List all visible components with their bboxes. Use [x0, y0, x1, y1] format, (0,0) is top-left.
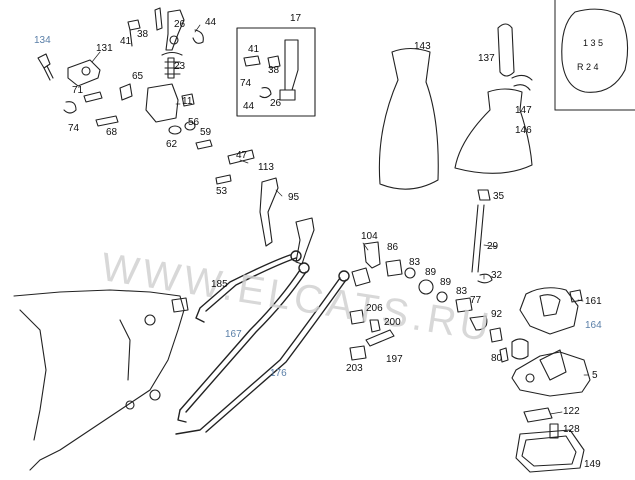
callout-68[interactable]: 68 [106, 127, 118, 138]
shift-pattern-inset [554, 0, 635, 111]
callout-74b[interactable]: 74 [240, 78, 252, 89]
callout-143[interactable]: 143 [414, 41, 431, 52]
callout-200[interactable]: 200 [384, 317, 401, 328]
callout-185[interactable]: 185 [211, 279, 228, 290]
callout-80[interactable]: 80 [491, 353, 503, 364]
shift-knob-137 [497, 23, 515, 77]
leader-lines [91, 24, 589, 415]
callout-47[interactable]: 47 [236, 150, 248, 161]
shift-rod-29 [471, 189, 493, 284]
callout-83b[interactable]: 83 [456, 286, 468, 297]
callout-32[interactable]: 32 [491, 270, 503, 281]
callout-29[interactable]: 29 [487, 241, 499, 252]
callout-11[interactable]: 11 [182, 96, 193, 107]
callout-104[interactable]: 104 [361, 231, 378, 242]
callout-38b[interactable]: 38 [268, 65, 280, 76]
callout-161[interactable]: 161 [585, 296, 602, 307]
callout-17[interactable]: 17 [290, 13, 302, 24]
callout-74[interactable]: 74 [68, 123, 80, 134]
callout-122[interactable]: 122 [563, 406, 580, 417]
callout-41a[interactable]: 41 [120, 36, 132, 47]
linkage-levers [259, 177, 488, 361]
callout-86[interactable]: 86 [387, 242, 399, 253]
callout-167[interactable]: 167 [225, 329, 242, 340]
callout-53[interactable]: 53 [216, 186, 228, 197]
callout-164[interactable]: 164 [585, 320, 602, 331]
callout-134[interactable]: 134 [34, 35, 51, 46]
callout-26b[interactable]: 26 [270, 98, 282, 109]
callout-89b[interactable]: 89 [440, 277, 452, 288]
upper-left-parts [37, 7, 255, 185]
callout-35[interactable]: 35 [493, 191, 505, 202]
callout-203[interactable]: 203 [346, 363, 363, 374]
callout-89a[interactable]: 89 [425, 267, 437, 278]
callout-59[interactable]: 59 [200, 127, 212, 138]
callout-92[interactable]: 92 [491, 309, 503, 320]
callout-149[interactable]: 149 [584, 459, 601, 470]
selector-rods [175, 250, 350, 435]
shift-pattern-bottom: R 2 4 [577, 62, 599, 72]
callout-71[interactable]: 71 [72, 85, 84, 96]
callout-113[interactable]: 113 [258, 162, 274, 173]
callout-176[interactable]: 176 [270, 368, 287, 379]
shift-boot-143 [378, 47, 439, 190]
callout-131[interactable]: 131 [96, 43, 113, 54]
callout-128[interactable]: 128 [563, 424, 580, 435]
detail-box-17 [236, 27, 316, 117]
callout-56[interactable]: 56 [188, 117, 200, 128]
callout-5[interactable]: 5 [592, 370, 598, 381]
callout-44b[interactable]: 44 [243, 101, 255, 112]
spring-clip-147 [511, 74, 533, 91]
callout-23[interactable]: 23 [174, 61, 186, 72]
callout-26a[interactable]: 26 [174, 19, 186, 30]
shift-boot-146 [454, 88, 533, 174]
transmission-housing [13, 289, 189, 471]
callout-137[interactable]: 137 [478, 53, 495, 64]
callout-62[interactable]: 62 [166, 139, 178, 150]
callout-41b[interactable]: 41 [248, 44, 260, 55]
callout-206[interactable]: 206 [366, 303, 383, 314]
callout-83a[interactable]: 83 [409, 257, 421, 268]
callout-147[interactable]: 147 [515, 105, 532, 116]
callout-77[interactable]: 77 [470, 295, 482, 306]
callout-197[interactable]: 197 [386, 354, 403, 365]
callout-65[interactable]: 65 [132, 71, 144, 82]
shift-pattern-top: 1 3 5 [583, 38, 604, 48]
shifter-base-assembly [489, 287, 591, 473]
callout-146[interactable]: 146 [515, 125, 532, 136]
callout-95[interactable]: 95 [288, 192, 300, 203]
callout-44a[interactable]: 44 [205, 17, 217, 28]
callout-38a[interactable]: 38 [137, 29, 149, 40]
